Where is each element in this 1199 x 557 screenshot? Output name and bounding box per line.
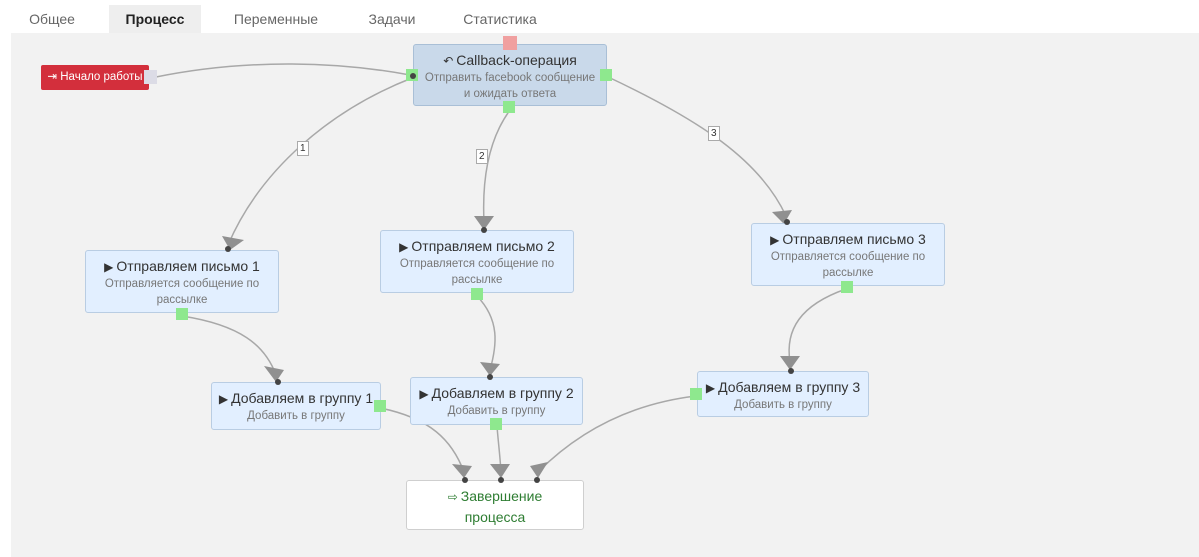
sign-out-icon: ⇨ bbox=[447, 490, 458, 504]
callback-output-handle-2[interactable] bbox=[503, 101, 515, 113]
mail-node-1-title: Отправляем письмо 1 bbox=[116, 258, 260, 274]
connection-mail2-group2 bbox=[476, 295, 496, 371]
tab-bar: Общее Процесс Переменные Задачи Статисти… bbox=[0, 0, 1199, 33]
play-icon: ▶ bbox=[705, 381, 716, 395]
connection-callback-mail2 bbox=[482, 109, 511, 223]
callback-node[interactable]: ↶Callback-операция Отправить facebook со… bbox=[413, 44, 607, 106]
tab-general[interactable]: Общее bbox=[29, 11, 75, 27]
start-node[interactable]: ⇥ Начало работы bbox=[41, 65, 149, 90]
play-icon: ▶ bbox=[419, 387, 429, 401]
group-node-3[interactable]: ▶Добавляем в группу 3 Добавить в группу bbox=[697, 371, 869, 417]
mail-node-3-input-dot bbox=[784, 219, 790, 225]
connection-group3-finish bbox=[537, 395, 697, 473]
mail-node-1[interactable]: ▶Отправляем письмо 1 Отправляется сообще… bbox=[85, 250, 279, 313]
group-node-1[interactable]: ▶Добавляем в группу 1 Добавить в группу bbox=[211, 382, 381, 430]
finish-input-dot-1 bbox=[462, 477, 468, 483]
finish-input-dot-3 bbox=[534, 477, 540, 483]
mail-node-2[interactable]: ▶Отправляем письмо 2 Отправляется сообще… bbox=[380, 230, 574, 293]
connection-callback-mail3 bbox=[605, 75, 787, 217]
mail-node-3-output-handle[interactable] bbox=[841, 281, 853, 293]
connection-label-1: 1 bbox=[297, 141, 309, 156]
finish-node[interactable]: ⇨Завершение процесса bbox=[406, 480, 584, 530]
callback-input-dot bbox=[410, 73, 416, 79]
arrow-mail1 bbox=[222, 236, 244, 250]
play-icon: ▶ bbox=[218, 392, 229, 406]
arrow-group3 bbox=[780, 356, 800, 370]
group-node-1-input-dot bbox=[275, 379, 281, 385]
group-node-2-title: Добавляем в группу 2 bbox=[431, 385, 574, 401]
reply-icon: ↶ bbox=[443, 54, 454, 68]
arrow-finish-1 bbox=[452, 464, 472, 478]
start-output-handle[interactable] bbox=[144, 70, 157, 84]
connection-label-2: 2 bbox=[476, 149, 488, 164]
mail-node-1-output-handle[interactable] bbox=[176, 308, 188, 320]
mail-node-1-subtitle: Отправляется сообщение по рассылке bbox=[104, 278, 260, 306]
mail-node-1-input-dot bbox=[225, 246, 231, 252]
group-node-3-input-dot bbox=[788, 368, 794, 374]
play-icon: ▶ bbox=[399, 240, 409, 254]
callback-input-handle[interactable] bbox=[503, 36, 517, 50]
tab-tasks[interactable]: Задачи bbox=[368, 11, 416, 27]
group-node-2-output-handle[interactable] bbox=[490, 418, 502, 430]
play-icon: ▶ bbox=[104, 260, 114, 274]
mail-node-3-title: Отправляем письмо 3 bbox=[782, 231, 926, 247]
group-node-3-subtitle: Добавить в группу bbox=[734, 399, 832, 411]
group-node-2-subtitle: Добавить в группу bbox=[447, 405, 546, 417]
callback-subtitle: Отправить facebook сообщение и ожидать о… bbox=[424, 72, 596, 100]
finish-input-dot-2 bbox=[498, 477, 504, 483]
mail-node-2-output-handle[interactable] bbox=[471, 288, 483, 300]
play-icon: ▶ bbox=[770, 233, 780, 247]
arrow-mail3 bbox=[772, 210, 792, 224]
tab-statistics[interactable]: Статистика bbox=[463, 11, 537, 27]
mail-node-2-title: Отправляем письмо 2 bbox=[411, 238, 555, 254]
connection-group1-finish bbox=[379, 407, 465, 473]
finish-title: Завершение процесса bbox=[460, 488, 543, 525]
callback-output-handle-3[interactable] bbox=[600, 69, 612, 81]
mail-node-2-input-dot bbox=[481, 227, 487, 233]
arrow-mail2 bbox=[474, 216, 494, 230]
tab-variables[interactable]: Переменные bbox=[233, 11, 319, 27]
group-node-1-subtitle: Добавить в группу bbox=[247, 410, 345, 422]
connection-callback-mail1 bbox=[227, 77, 413, 246]
mail-node-2-subtitle: Отправляется сообщение по рассылке bbox=[399, 258, 555, 286]
group-node-1-title: Добавляем в группу 1 bbox=[231, 390, 374, 406]
group-node-2-input-dot bbox=[487, 374, 493, 380]
tab-process[interactable]: Процесс bbox=[109, 5, 201, 33]
group-node-1-output-handle[interactable] bbox=[374, 400, 386, 412]
mail-node-3-subtitle: Отправляется сообщение по рассылке bbox=[770, 251, 926, 279]
connection-mail1-group1 bbox=[181, 315, 277, 376]
start-label: Начало работы bbox=[60, 71, 143, 83]
group-node-3-output-handle[interactable] bbox=[690, 388, 702, 400]
sign-in-icon: ⇥ bbox=[47, 71, 58, 83]
arrow-group2 bbox=[480, 362, 500, 376]
arrow-finish-2 bbox=[490, 464, 510, 478]
connection-mail3-group3 bbox=[788, 288, 847, 363]
arrow-group1 bbox=[264, 366, 284, 382]
callback-title: Callback-операция bbox=[456, 52, 577, 68]
group-node-3-title: Добавляем в группу 3 bbox=[718, 379, 861, 395]
mail-node-3[interactable]: ▶Отправляем письмо 3 Отправляется сообще… bbox=[751, 223, 945, 286]
connection-label-3: 3 bbox=[708, 126, 720, 141]
connection-start-callback bbox=[155, 63, 411, 78]
arrow-finish-3 bbox=[530, 462, 548, 478]
